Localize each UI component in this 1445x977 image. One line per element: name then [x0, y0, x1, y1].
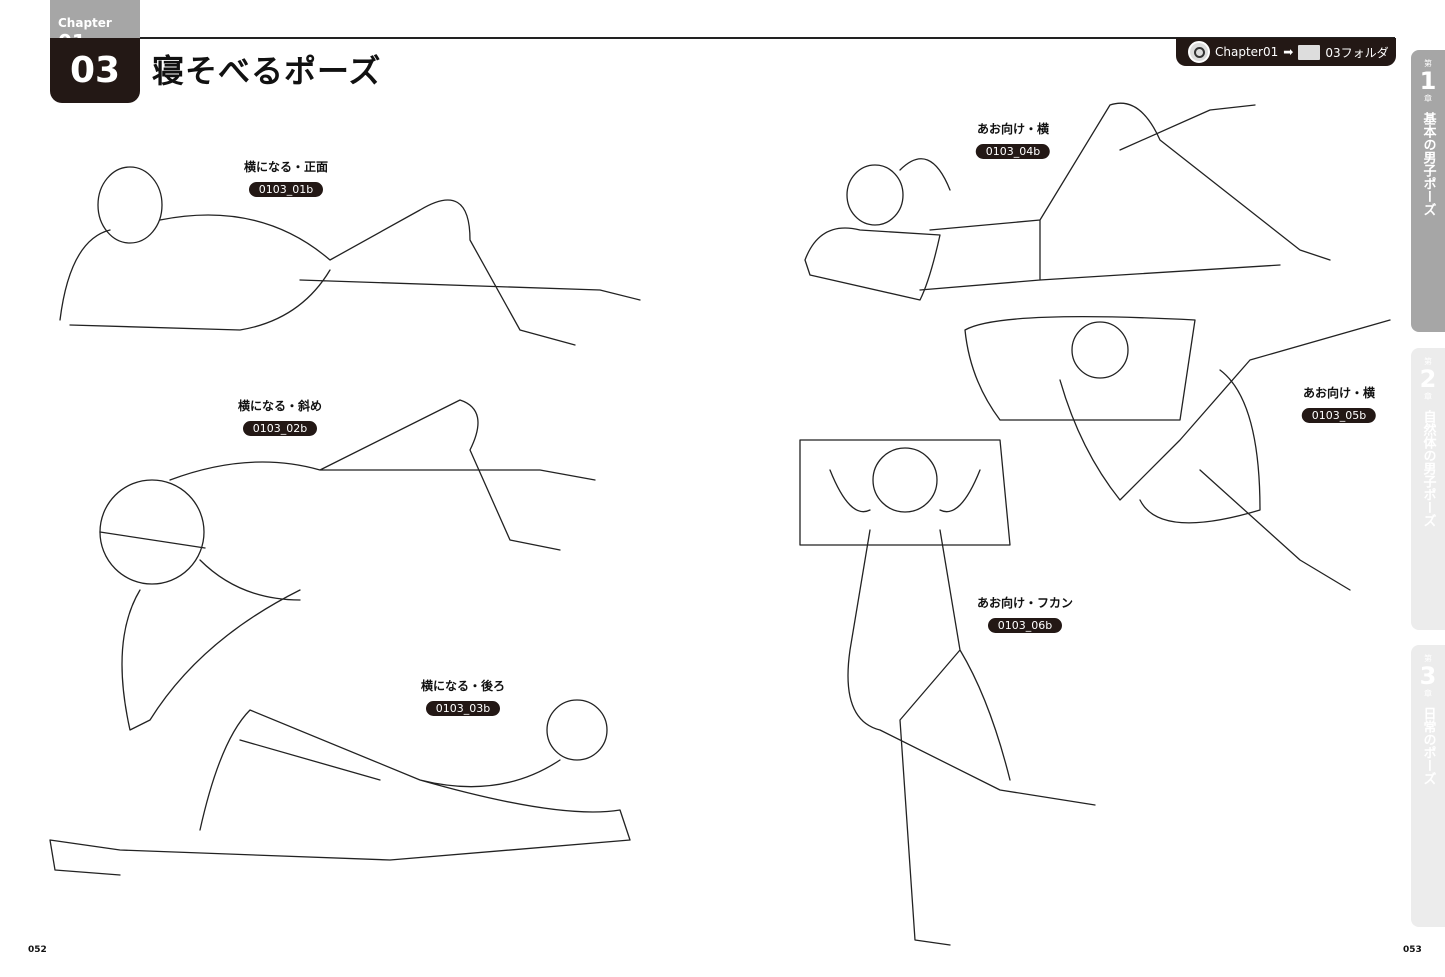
tab-number: 3 — [1419, 662, 1437, 690]
pose-03-figure — [49, 699, 631, 876]
side-tab-chapter-2[interactable]: 第 2 章 自然体の男子ポーズ — [1411, 348, 1445, 630]
pose-code-badge: 0103_03b — [425, 701, 501, 716]
pose-label: 横になる・正面 0103_01b — [244, 158, 328, 197]
side-tab-chapter-1[interactable]: 第 1 章 基本の男子ポーズ — [1411, 50, 1445, 332]
pose-caption: あお向け・横 — [976, 122, 1050, 136]
page-number-left: 052 — [28, 945, 47, 955]
pose-code-badge: 0103_04b — [975, 144, 1051, 159]
section-number: 03 — [50, 38, 140, 103]
pose-caption: 横になる・斜め — [237, 399, 323, 413]
page-number-right: 053 — [1403, 945, 1422, 955]
pose-caption: あお向け・フカン — [976, 596, 1074, 610]
arrow-icon: ➡ — [1283, 45, 1294, 59]
tab-number: 2 — [1419, 365, 1437, 393]
tab-prefix: 第 — [1424, 357, 1432, 366]
disc-icon — [1188, 41, 1210, 63]
pose-code-badge: 0103_02b — [242, 421, 318, 436]
tab-suffix: 章 — [1424, 94, 1432, 103]
tab-number: 1 — [1419, 67, 1437, 95]
pose-02-figure — [99, 399, 596, 731]
pose-05-figure — [964, 316, 1391, 591]
pose-caption: あお向け・横 — [1302, 386, 1376, 400]
pose-04-figure — [804, 102, 1331, 301]
pose-01-figure — [59, 166, 641, 346]
tab-prefix: 第 — [1424, 59, 1432, 68]
disc-path: Chapter01 ➡ 03フォルダ — [1176, 38, 1396, 66]
pose-label: あお向け・横 0103_05b — [1301, 384, 1377, 423]
pose-label: 横になる・後ろ 0103_03b — [421, 677, 505, 716]
tab-label: 基本の男子ポーズ — [1420, 112, 1436, 216]
disc-folder: 03フォルダ — [1325, 45, 1389, 60]
side-tab-chapter-3[interactable]: 第 3 章 日常のポーズ — [1411, 645, 1445, 927]
tab-suffix: 章 — [1424, 689, 1432, 698]
header-rule — [140, 37, 1395, 39]
pose-06-figure — [799, 439, 1096, 946]
pose-caption: 横になる・後ろ — [420, 679, 506, 693]
pose-label: 横になる・斜め 0103_02b — [238, 397, 322, 436]
pose-label: あお向け・フカン 0103_06b — [977, 594, 1073, 633]
tab-prefix: 第 — [1424, 654, 1432, 663]
folder-icon — [1298, 44, 1321, 60]
tab-label: 日常のポーズ — [1420, 707, 1436, 785]
disc-chapter: Chapter01 — [1215, 45, 1279, 59]
page-title: 寝そべるポーズ — [152, 52, 382, 90]
pose-label: あお向け・横 0103_04b — [975, 120, 1051, 159]
pose-caption: 横になる・正面 — [243, 160, 329, 174]
tab-label: 自然体の男子ポーズ — [1420, 410, 1436, 527]
chapter-label: Chapter — [58, 16, 112, 30]
pose-code-badge: 0103_06b — [987, 618, 1063, 633]
pose-code-badge: 0103_01b — [248, 182, 324, 197]
tab-suffix: 章 — [1424, 392, 1432, 401]
pose-code-badge: 0103_05b — [1301, 408, 1377, 423]
